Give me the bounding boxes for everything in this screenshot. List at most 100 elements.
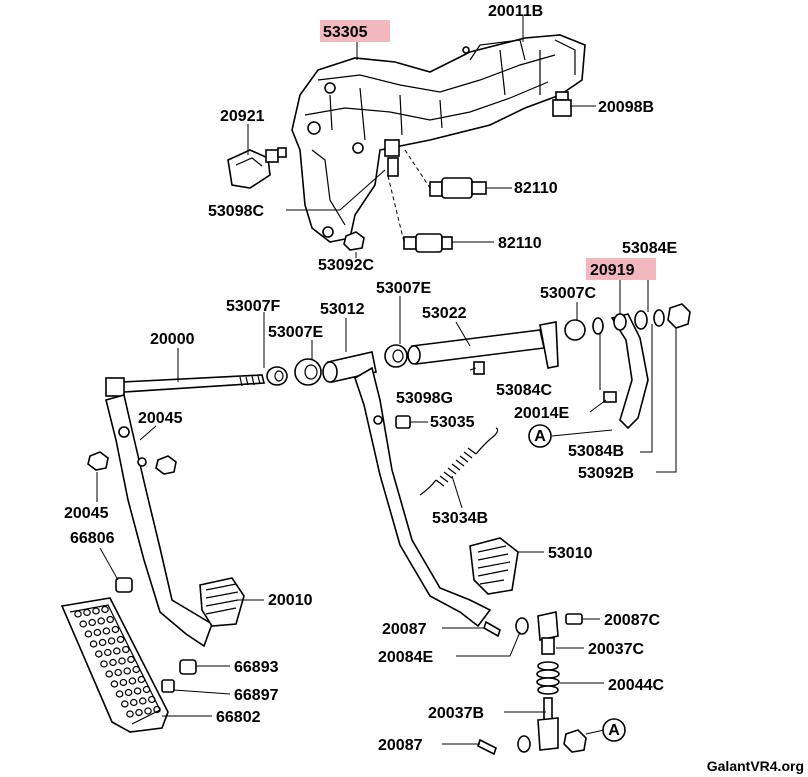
label-20014e[interactable]: 20014E — [514, 405, 569, 422]
label-20011b[interactable]: 20011B — [488, 3, 543, 20]
washer-53084e — [634, 310, 648, 330]
bushing-53007f — [266, 366, 288, 386]
label-53084c[interactable]: 53084C — [496, 382, 552, 399]
grip-dot — [104, 648, 112, 657]
grip-dot — [135, 708, 143, 717]
label-53098g[interactable]: 53098G — [396, 390, 453, 407]
leader-lines — [96, 16, 677, 745]
part-labels: 20011B 53305 20921 20098B 82110 53098C 8… — [64, 3, 677, 754]
grip-dot — [114, 668, 123, 677]
grip-dot — [133, 687, 142, 695]
watermark: GalantVR4.org — [707, 758, 804, 774]
grip-dot — [119, 678, 128, 687]
grip-dot — [88, 618, 97, 627]
grip-dot — [128, 677, 137, 685]
label-66893[interactable]: 66893 — [234, 659, 279, 676]
grip-dot — [132, 665, 141, 674]
label-20098b[interactable]: 20098B — [598, 99, 654, 116]
label-66802[interactable]: 66802 — [216, 709, 261, 726]
accelerator-grip-pattern — [74, 605, 161, 718]
bushing-53007e-mid — [294, 358, 322, 386]
switch-20921 — [227, 147, 287, 189]
label-20037b[interactable]: 20037B — [428, 705, 484, 722]
label-53007e-top[interactable]: 53007E — [376, 280, 431, 297]
label-20921[interactable]: 20921 — [220, 108, 265, 125]
label-53098c[interactable]: 53098C — [208, 203, 264, 220]
grip-dot — [93, 628, 102, 637]
pin-20087-lower — [477, 738, 497, 756]
grip-dot — [111, 625, 120, 634]
grip-dot — [84, 630, 93, 638]
grip-dot — [142, 685, 151, 694]
label-20087c[interactable]: 20087C — [604, 612, 660, 629]
shaft-53022 — [407, 321, 559, 369]
label-20045-lower[interactable]: 20045 — [64, 505, 109, 522]
grip-dot — [107, 637, 116, 645]
label-20000[interactable]: 20000 — [150, 331, 195, 348]
label-20045-upper[interactable]: 20045 — [138, 410, 183, 427]
pin-20087-upper — [483, 620, 501, 638]
grip-dot — [105, 670, 114, 678]
bolt-20098b — [552, 91, 572, 117]
spring-53034b — [419, 427, 499, 496]
clevis-20037b — [537, 697, 559, 751]
pad-53010 — [469, 537, 519, 595]
nut-20045-upper — [155, 455, 177, 475]
label-53007f[interactable]: 53007F — [226, 298, 280, 315]
grip-dot — [92, 607, 100, 615]
bolt-53098g — [473, 361, 485, 375]
label-53084e[interactable]: 53084E — [622, 240, 677, 257]
clutch-pedal-20010 — [105, 394, 213, 648]
label-20087-lower[interactable]: 20087 — [378, 737, 423, 754]
label-53034b[interactable]: 53034B — [432, 510, 488, 527]
label-66806[interactable]: 66806 — [70, 530, 115, 547]
highlight-20919 — [586, 258, 656, 280]
callout-a-upper: A — [528, 424, 552, 448]
grip-dot — [106, 615, 115, 624]
grip-dot — [100, 660, 108, 668]
label-20010[interactable]: 20010 — [268, 592, 313, 609]
label-53084b[interactable]: 53084B — [568, 443, 624, 460]
link-20919 — [610, 313, 649, 430]
nut-53092b — [667, 303, 691, 329]
clip-53035 — [395, 415, 411, 429]
grip-dot — [102, 627, 111, 635]
label-20084e[interactable]: 20084E — [378, 649, 433, 666]
pin-20014e — [603, 391, 617, 403]
pedal-support-bracket — [291, 34, 586, 243]
label-53092c[interactable]: 53092C — [318, 257, 374, 274]
label-53092b[interactable]: 53092B — [578, 465, 634, 482]
stop-switch-82110-upper — [429, 177, 487, 199]
grip-dot — [123, 667, 132, 675]
label-66897[interactable]: 66897 — [234, 687, 279, 704]
washer-53084b — [653, 309, 665, 327]
label-53305[interactable]: 53305 — [323, 24, 368, 41]
stop-switch-82110-lower — [403, 233, 453, 253]
grip-dot — [109, 658, 117, 667]
grip-dot — [110, 680, 119, 688]
callout-a-lower-text: A — [608, 722, 620, 739]
label-20037c[interactable]: 20037C — [588, 641, 644, 658]
label-53012[interactable]: 53012 — [320, 301, 365, 318]
grip-dot — [89, 640, 98, 648]
label-53010[interactable]: 53010 — [548, 545, 593, 562]
grip-dot — [98, 638, 107, 647]
clip-lower — [517, 735, 531, 753]
accelerator-pedal-66802 — [60, 597, 169, 733]
callout-a-lower: A — [602, 718, 626, 742]
label-20087-upper[interactable]: 20087 — [382, 621, 427, 638]
label-53007e-mid[interactable]: 53007E — [268, 324, 323, 341]
label-53007c[interactable]: 53007C — [540, 285, 596, 302]
label-53022[interactable]: 53022 — [422, 305, 467, 322]
label-20044c[interactable]: 20044C — [608, 677, 664, 694]
nut-20045-lower — [87, 451, 109, 471]
label-20919[interactable]: 20919 — [590, 262, 635, 279]
label-82110-upper[interactable]: 82110 — [514, 180, 558, 197]
grip-dot — [130, 698, 138, 707]
brake-pedal-53012 — [354, 366, 492, 628]
label-53035[interactable]: 53035 — [430, 414, 475, 431]
grip-dot — [122, 645, 130, 654]
grip-dot — [118, 657, 126, 665]
label-82110-lower[interactable]: 82110 — [498, 235, 542, 252]
